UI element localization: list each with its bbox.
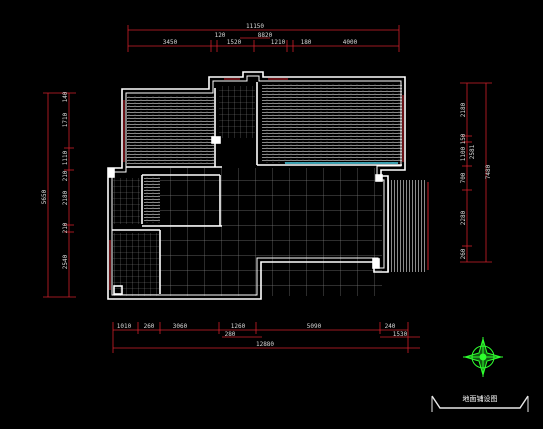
dim-bottom-sub: 280 (225, 331, 236, 338)
compass-rose-icon (463, 337, 503, 377)
dim-top-overall: 11150 (246, 23, 264, 30)
small-room-floor (113, 178, 140, 224)
dim-right-segment: 700 (460, 172, 467, 183)
bedroom-left-floor (127, 95, 214, 165)
dim-right-segment: 2180 (460, 102, 467, 117)
dim-bottom-overall: 12880 (256, 341, 274, 348)
floor-areas (113, 83, 426, 296)
dim-left-overall: 5650 (41, 189, 48, 204)
column (375, 174, 383, 182)
bedroom-master-floor (262, 83, 402, 163)
dim-top-segment: 1520 (227, 39, 242, 46)
living-room-floor (160, 168, 382, 296)
column (113, 285, 123, 295)
dim-bottom-segment: 240 (385, 323, 396, 330)
windows (109, 78, 429, 290)
dim-top-segment: 180 (301, 39, 312, 46)
walls (107, 71, 406, 300)
dim-right-segment: 260 (460, 248, 467, 259)
dimension-lines (43, 25, 492, 353)
top-dimension-labels: 11150 8820 3450 120 1520 1210 180 4000 (163, 23, 358, 46)
title-block-label: 地面铺设图 (463, 394, 498, 403)
dim-top-upper: 8820 (258, 32, 273, 39)
title-block: 地面铺设图 (431, 394, 529, 412)
dim-bottom-sub: 1530 (393, 331, 408, 338)
dim-bottom-segment: 5090 (307, 323, 322, 330)
dim-left-segment: 140 (62, 91, 69, 102)
dim-bottom-segment: 1260 (231, 323, 246, 330)
dim-bottom-segment: 260 (144, 323, 155, 330)
dim-right-segment: 150 (460, 133, 467, 144)
dim-right-segment: 1100 (460, 146, 467, 161)
column (108, 168, 115, 178)
column (211, 136, 221, 144)
dim-right-sub: 2581 (469, 144, 476, 159)
dim-bottom-segment: 1010 (117, 323, 132, 330)
dim-right-segment: 2280 (460, 210, 467, 225)
dim-top-segment: 4000 (343, 39, 358, 46)
dim-left-segment: 210 (62, 222, 69, 233)
dim-left-segment: 2180 (62, 190, 69, 205)
bottom-dimension-labels: 1010 260 3060 1260 5090 240 280 1530 128… (117, 323, 408, 348)
title-block-frame (431, 395, 529, 409)
dim-bottom-segment: 3060 (173, 323, 188, 330)
dim-top-segment: 3450 (163, 39, 178, 46)
dim-top-segment: 1210 (271, 39, 286, 46)
dim-left-segment: 210 (62, 170, 69, 181)
dim-left-segment: 1110 (62, 150, 69, 165)
right-dimension-labels: 7480 2581 2180 150 1100 700 2280 260 (460, 102, 492, 259)
column (372, 258, 380, 269)
dim-left-segment: 2540 (62, 254, 69, 269)
bathroom-floor (219, 86, 255, 138)
left-dimension-labels: 5650 140 1710 1110 210 2180 210 2540 (41, 91, 69, 269)
dim-left-segment: 1710 (62, 112, 69, 127)
dim-top-segment: 120 (215, 32, 226, 39)
dim-right-overall: 7480 (485, 164, 492, 179)
balcony-floor (387, 180, 426, 272)
